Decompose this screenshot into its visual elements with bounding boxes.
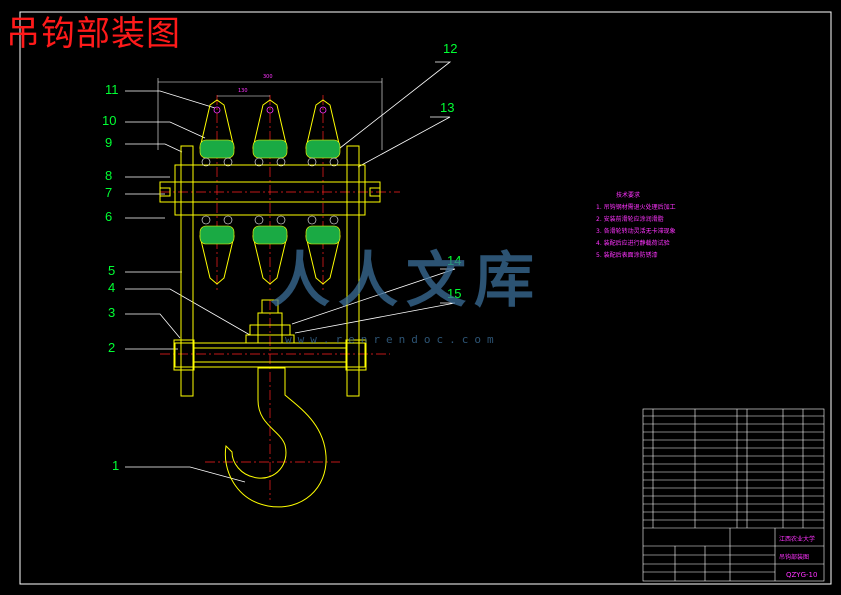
callout-2: 2 [108,340,116,355]
title-block-school: 江西农业大学 [779,536,816,543]
callout-11: 11 [105,82,119,97]
callout-13: 13 [440,100,455,115]
watermark-url: www.renrendoc.com [285,333,500,346]
callout-4: 4 [108,280,116,295]
hook [224,367,327,508]
title-block-drawing-code: QZYG-10 [786,571,818,579]
overall-width-dimension: 300 [263,74,273,80]
dimension-lines [157,78,383,150]
leader-lines [125,61,456,483]
callout-15: 15 [447,286,462,301]
pulley-shaft [159,164,381,216]
note-item: 2. 安装前滑轮应涂润滑脂 [596,216,664,223]
pulleys [199,99,341,285]
callout-12: 12 [443,41,458,56]
note-item: 3. 各滑轮转动灵活无卡滞现象 [596,228,676,235]
title-block-drawing-name: 吊钩部装图 [779,554,810,561]
pulley-pitch-dimension: 130 [238,88,248,94]
drawing-frame [19,11,832,585]
drawing-title: 吊钩部装图 [6,14,181,54]
hook-nut [245,299,295,344]
callout-7: 7 [105,185,113,200]
center-lines [160,95,400,500]
note-item: 4. 装配后应进行静载荷试验 [596,240,670,247]
notes-title: 技术要求 [616,192,641,199]
note-item: 5. 装配后表面涂防锈漆 [596,252,658,259]
title-block [642,408,825,582]
technical-notes: 技术要求 1. 吊钩钢材需退火处理后加工 2. 安装前滑轮应涂润滑脂 3. 各滑… [596,190,676,262]
callout-10: 10 [102,113,117,128]
note-item: 1. 吊钩钢材需退火处理后加工 [596,204,676,211]
callout-9: 9 [105,135,113,150]
callout-6: 6 [105,209,113,224]
callout-5: 5 [108,263,116,278]
side-plates [173,145,367,397]
callout-3: 3 [108,305,116,320]
callout-8: 8 [105,168,113,183]
callout-14: 14 [447,253,462,268]
watermark-logo: 人人文库 [270,246,542,316]
callout-1: 1 [112,458,120,473]
